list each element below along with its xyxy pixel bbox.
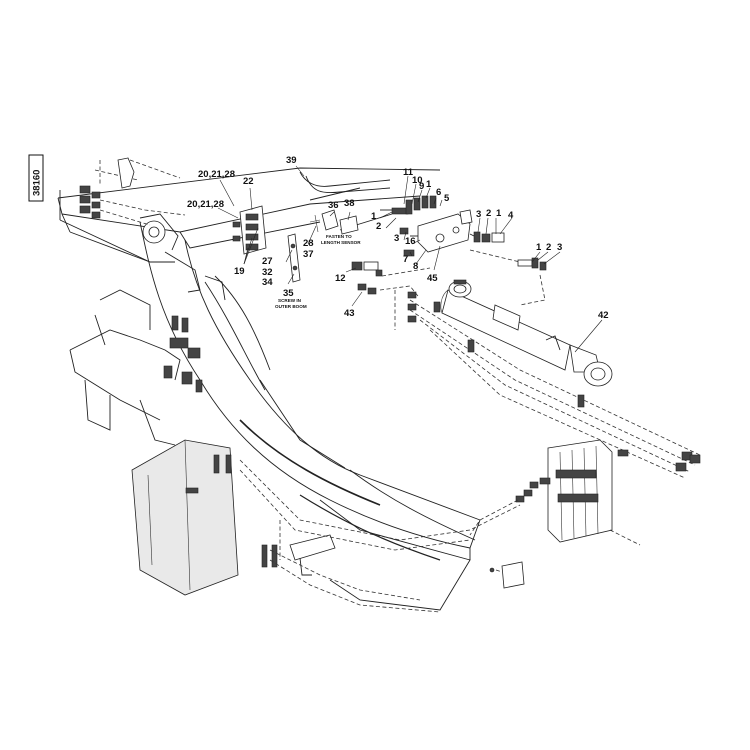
callout-37: 37 xyxy=(303,249,314,260)
callout-20-21-28-a: 20,21,28 xyxy=(198,169,235,180)
callout-1b: 1 xyxy=(371,211,377,222)
note-length-sensor-line1: FASTEN TO xyxy=(326,234,352,239)
callout-32: 32 xyxy=(262,267,273,278)
callout-10: 10 xyxy=(412,175,423,186)
callout-35: 35 xyxy=(283,288,294,299)
callout-19: 19 xyxy=(234,266,245,277)
callout-43: 43 xyxy=(344,308,355,319)
boom-assembly xyxy=(57,167,481,611)
callout-3c: 3 xyxy=(557,242,562,253)
callout-20-21-28-b: 20,21,28 xyxy=(187,199,224,210)
sheet-id-label: 38160 xyxy=(32,170,43,196)
callout-2b: 2 xyxy=(486,208,491,219)
callout-16: 16 xyxy=(405,236,416,247)
leader-lines xyxy=(217,165,603,353)
callout-2a: 2 xyxy=(376,221,381,232)
fittings-12-43 xyxy=(351,261,441,330)
callout-7: 7 xyxy=(403,254,408,265)
callout-1a: 1 xyxy=(426,179,432,190)
callout-42: 42 xyxy=(598,310,609,321)
callout-38: 38 xyxy=(344,198,355,209)
control-valve-bank xyxy=(469,439,641,589)
lower-hose-run xyxy=(239,459,521,613)
callout-34: 34 xyxy=(262,277,273,288)
callout-5: 5 xyxy=(444,193,450,204)
callout-39: 39 xyxy=(286,155,297,166)
left-fitting-block xyxy=(79,157,203,393)
callout-3a: 3 xyxy=(394,233,399,244)
callout-11: 11 xyxy=(403,167,414,178)
callout-4: 4 xyxy=(508,210,514,221)
callouts: 20,21,28 20,21,28 22 19 27 32 34 35 39 3… xyxy=(187,155,609,321)
callout-3b: 3 xyxy=(476,209,481,220)
length-sensor-bracket xyxy=(309,209,359,235)
callout-6: 6 xyxy=(436,187,441,198)
note-outer-boom-line1: SCREW IN xyxy=(278,298,302,303)
hydraulic-cylinder-42 xyxy=(440,279,613,387)
upper-valve-assembly xyxy=(380,195,547,306)
callout-28: 28 xyxy=(303,238,314,249)
callout-1d: 1 xyxy=(536,242,542,253)
valve-block-22 xyxy=(232,205,301,283)
note-length-sensor: FASTEN TO LENGTH SENSOR xyxy=(321,234,361,245)
callout-1c: 1 xyxy=(496,208,502,219)
sheet-id-box: 38160 xyxy=(28,154,44,202)
callout-27: 27 xyxy=(262,256,273,267)
note-outer-boom-line2: OUTER BOOM xyxy=(275,304,307,309)
note-outer-boom: SCREW IN OUTER BOOM xyxy=(275,298,307,309)
callout-8: 8 xyxy=(413,261,418,272)
callout-2c: 2 xyxy=(546,242,551,253)
callout-36: 36 xyxy=(328,200,339,211)
callout-22: 22 xyxy=(243,176,254,187)
callout-12: 12 xyxy=(335,273,346,284)
callout-9: 9 xyxy=(419,181,424,192)
callout-45: 45 xyxy=(427,273,438,284)
note-length-sensor-line2: LENGTH SENSOR xyxy=(321,240,361,245)
